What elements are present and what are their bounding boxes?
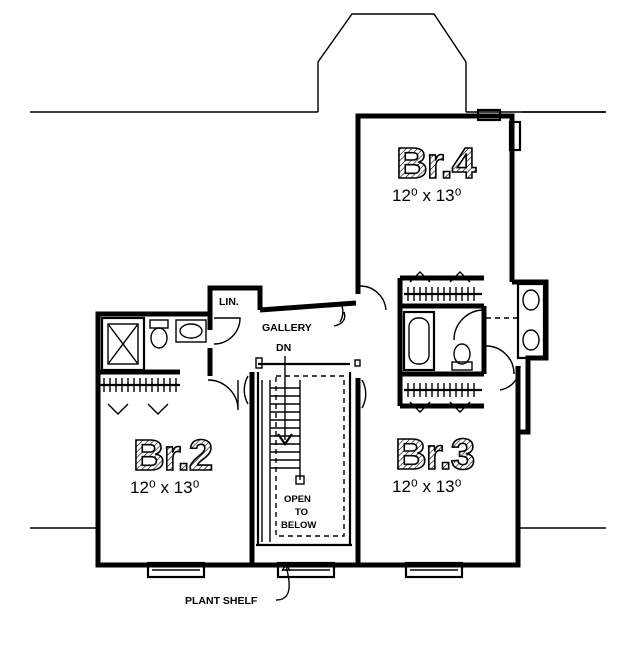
gallery-leader — [333, 311, 346, 327]
room-size-br2: 12⁰ x 13⁰ — [130, 478, 200, 497]
closets — [100, 271, 482, 415]
doors — [207, 285, 521, 411]
staircase — [255, 356, 361, 542]
room-name-br3: Br.3 — [395, 430, 474, 479]
closet-br3 — [404, 383, 482, 413]
closet-br2 — [100, 378, 180, 415]
open-to-below-line3: BELOW — [281, 520, 316, 531]
roof-outline — [30, 13, 606, 529]
room-size-br4: 12⁰ x 13⁰ — [392, 186, 462, 205]
plant-shelf-label: PLANT SHELF — [185, 595, 258, 607]
plant-shelf-leader — [275, 565, 290, 601]
closet-br4 — [404, 271, 482, 301]
linen-label: LIN. — [219, 296, 239, 308]
room-name-br2: Br.2 — [133, 431, 212, 480]
room-size-br3: 12⁰ x 13⁰ — [392, 477, 462, 496]
windows — [146, 108, 522, 579]
exterior-walls — [95, 113, 549, 568]
room-name-br4: Br.4 — [396, 139, 477, 188]
open-to-below-line2: TO — [295, 507, 308, 518]
interior-walls — [98, 275, 487, 565]
open-to-below-line1: OPEN — [284, 494, 311, 505]
stair-down-label: DN — [276, 342, 291, 354]
bath-fixtures — [100, 282, 546, 372]
gallery-label: GALLERY — [262, 322, 312, 334]
